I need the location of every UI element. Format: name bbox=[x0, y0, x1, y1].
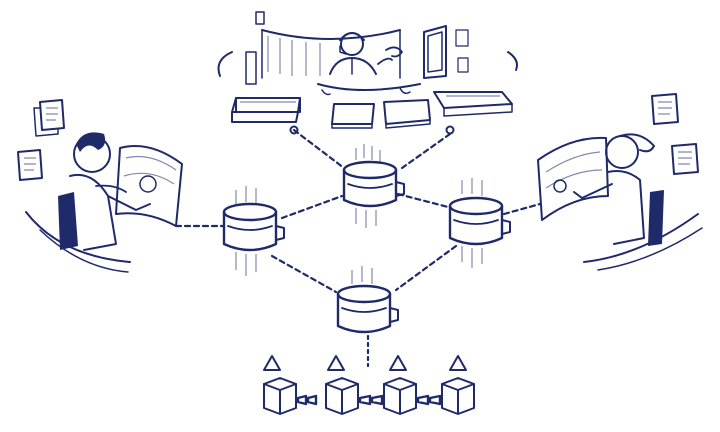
chain-link-2 bbox=[358, 394, 384, 406]
block-3 bbox=[383, 355, 417, 415]
database-node-left bbox=[222, 186, 285, 276]
database-node-bottom bbox=[336, 266, 399, 334]
block-1 bbox=[263, 355, 297, 415]
left-operator bbox=[17, 99, 183, 273]
right-operator bbox=[537, 93, 703, 271]
central-operator-station bbox=[217, 11, 518, 96]
chain-link-3 bbox=[416, 394, 442, 406]
desk-documents bbox=[231, 91, 513, 129]
network-connections bbox=[174, 125, 542, 368]
blockchain bbox=[263, 355, 475, 415]
chain-link-1 bbox=[296, 394, 318, 406]
database-node-top bbox=[342, 144, 405, 228]
block-4 bbox=[441, 355, 475, 415]
database-node-right bbox=[448, 178, 511, 268]
block-2 bbox=[325, 355, 359, 415]
